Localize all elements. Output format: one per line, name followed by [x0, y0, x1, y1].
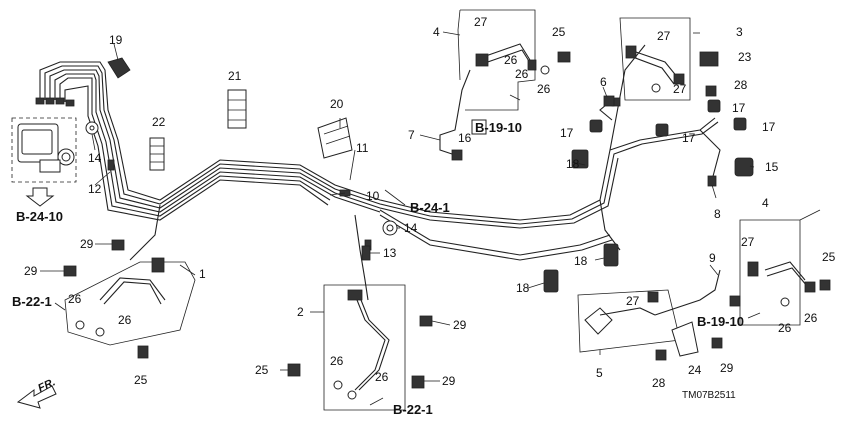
ref-b19-10-top[interactable]: B-19-10 [475, 120, 522, 135]
label-29-e: 29 [720, 361, 734, 375]
label-25-b: 25 [822, 250, 836, 264]
hose-assembly-box-right [739, 219, 831, 326]
label-25-a: 25 [552, 25, 566, 39]
clip-15 [734, 157, 754, 177]
label-26-f: 26 [68, 292, 82, 306]
clip-22 [149, 137, 165, 171]
clip-18-c [543, 269, 559, 293]
label-29-a: 29 [80, 237, 94, 251]
label-26-g: 26 [118, 313, 132, 327]
label-7: 7 [408, 128, 415, 142]
label-17-d: 17 [762, 120, 776, 134]
label-1: 1 [199, 267, 206, 281]
label-27-d: 27 [741, 235, 755, 249]
front-direction-arrow [16, 385, 57, 409]
label-17-b: 17 [560, 126, 574, 140]
label-23: 23 [738, 50, 752, 64]
label-26-d: 26 [778, 321, 792, 335]
label-5: 5 [596, 366, 603, 380]
label-11: 11 [356, 141, 369, 155]
bolt-6 [603, 95, 615, 107]
label-26-i: 26 [375, 370, 389, 384]
label-6: 6 [600, 75, 607, 89]
leader-lines [40, 31, 821, 382]
abs-modulator-unit [11, 117, 77, 183]
label-26-c: 26 [537, 82, 551, 96]
label-14-left: 14 [88, 151, 102, 165]
label-21: 21 [228, 69, 242, 83]
label-17-a: 17 [732, 101, 746, 115]
hose-assembly-box-top [439, 9, 571, 161]
label-17-c: 17 [682, 131, 696, 145]
grommet-14-left [85, 121, 99, 135]
clip-20 [317, 117, 353, 159]
label-10: 10 [366, 189, 380, 203]
clip-19 [107, 57, 131, 79]
label-18-a: 18 [566, 157, 580, 171]
label-8: 8 [714, 207, 721, 221]
pipe-fittings [35, 97, 717, 251]
hose-assembly-box-1 [63, 239, 196, 359]
ref-arrows [54, 94, 761, 406]
label-14-mid: 14 [404, 221, 418, 235]
ref-b24-10[interactable]: B-24-10 [16, 209, 63, 224]
ref-b19-10-right[interactable]: B-19-10 [697, 314, 744, 329]
label-27-a: 27 [474, 15, 488, 29]
label-29-d: 29 [442, 374, 456, 388]
label-12: 12 [88, 182, 102, 196]
hose-assembly-box-5 [577, 269, 741, 361]
label-9: 9 [709, 251, 716, 265]
hose-assembly-box-2 [287, 284, 433, 411]
label-25-d: 25 [255, 363, 269, 377]
label-3: 3 [736, 25, 743, 39]
label-27-e: 27 [626, 294, 640, 308]
ref-b22-1-bottom[interactable]: B-22-1 [393, 402, 433, 417]
label-20: 20 [330, 97, 344, 111]
clip-17-set [589, 99, 747, 137]
label-27-c: 27 [673, 82, 687, 96]
grommet-14-mid [382, 220, 398, 236]
label-4-right: 4 [762, 196, 769, 210]
label-2: 2 [297, 305, 304, 319]
label-16: 16 [458, 131, 472, 145]
label-25-c: 25 [134, 373, 148, 387]
clip-18-a [571, 149, 589, 169]
label-26-e: 26 [804, 311, 818, 325]
label-13: 13 [383, 246, 397, 260]
label-24: 24 [688, 363, 702, 377]
main-brake-pipe-bundle [39, 44, 721, 301]
label-29-b: 29 [24, 264, 38, 278]
diagram-code: TM07B2511 [682, 390, 736, 401]
label-18-b: 18 [574, 254, 588, 268]
label-19: 19 [109, 33, 123, 47]
label-26-b: 26 [515, 67, 529, 81]
ref-b22-1-left[interactable]: B-22-1 [12, 294, 52, 309]
part-number-labels: 19 21 22 14 12 20 11 10 14 13 4 27 25 26… [12, 15, 836, 417]
label-15: 15 [765, 160, 779, 174]
label-18-c: 18 [516, 281, 530, 295]
label-27-b: 27 [657, 29, 671, 43]
clip-18-b [603, 243, 619, 267]
label-22: 22 [152, 115, 166, 129]
label-26-h: 26 [330, 354, 344, 368]
bolt-13 [361, 245, 371, 261]
ref-b24-1[interactable]: B-24-1 [410, 200, 450, 215]
clip-21 [227, 89, 247, 129]
label-28-top: 28 [734, 78, 748, 92]
label-28-bottom: 28 [652, 376, 666, 390]
label-29-c: 29 [453, 318, 467, 332]
label-26-a: 26 [504, 53, 518, 67]
hose-assembly-box-3 [619, 17, 719, 101]
ref-arrow-b24-10 [25, 187, 55, 207]
label-4-top: 4 [433, 25, 440, 39]
